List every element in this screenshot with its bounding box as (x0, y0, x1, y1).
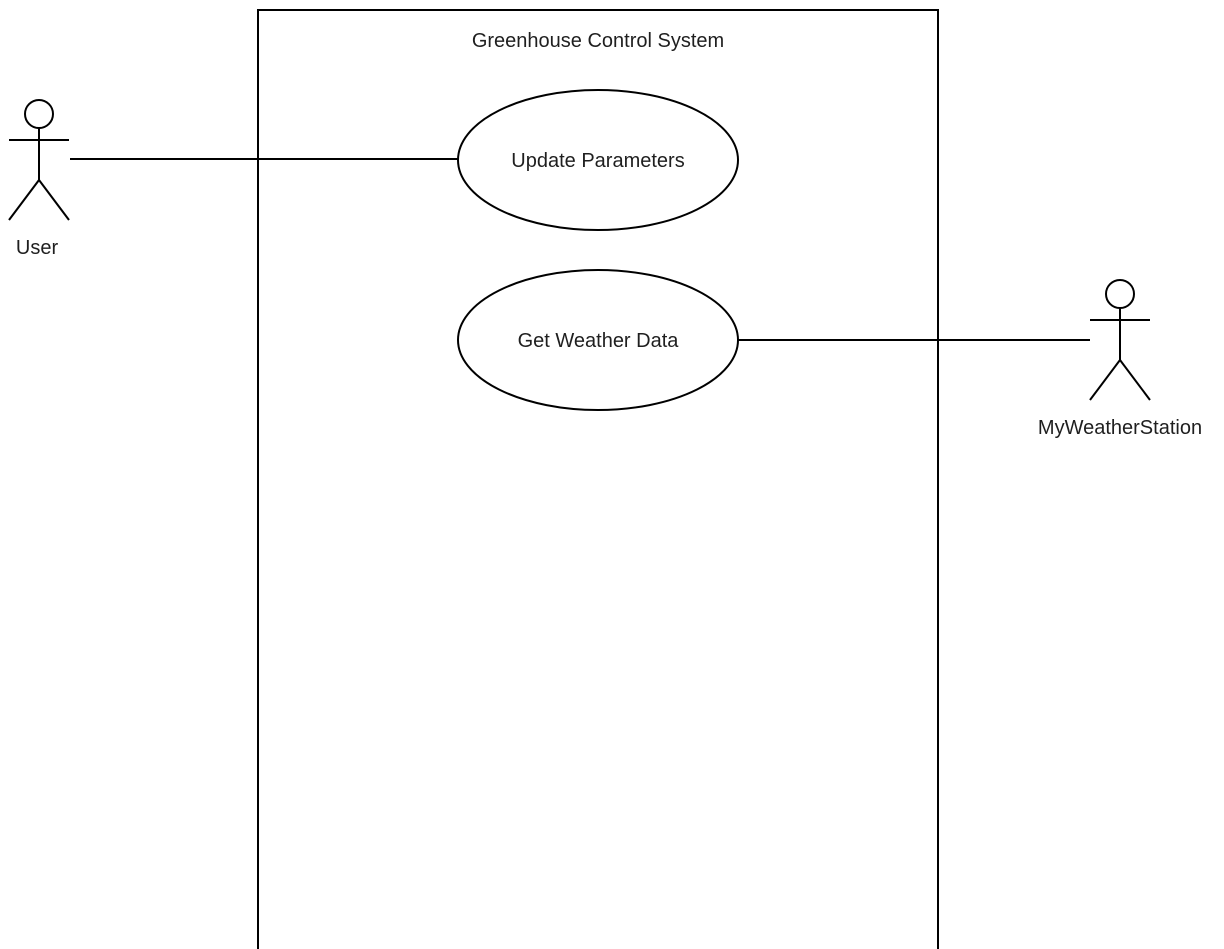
use-case-label: Get Weather Data (518, 330, 680, 352)
use-case-ellipse (457, 269, 739, 411)
system-title: Greenhouse Control System (472, 30, 724, 52)
actor-label: User (16, 237, 59, 259)
actor-user[interactable]: User (8, 99, 70, 259)
actor-label: MyWeatherStation (1038, 417, 1202, 439)
use-case-ellipse (457, 89, 739, 231)
system-boundary[interactable]: Greenhouse Control System (257, 9, 939, 949)
use-case-update-parameters[interactable]: Update Parameters (457, 89, 739, 231)
use-case-label: Update Parameters (511, 150, 684, 172)
system-boundary-frame (257, 9, 939, 949)
use-case-get-weather-data[interactable]: Get Weather Data (457, 269, 739, 411)
stick-figure-icon (8, 99, 70, 221)
actor-my-weather-station[interactable]: MyWeatherStation (1038, 279, 1202, 439)
stick-figure-icon (1089, 279, 1151, 401)
